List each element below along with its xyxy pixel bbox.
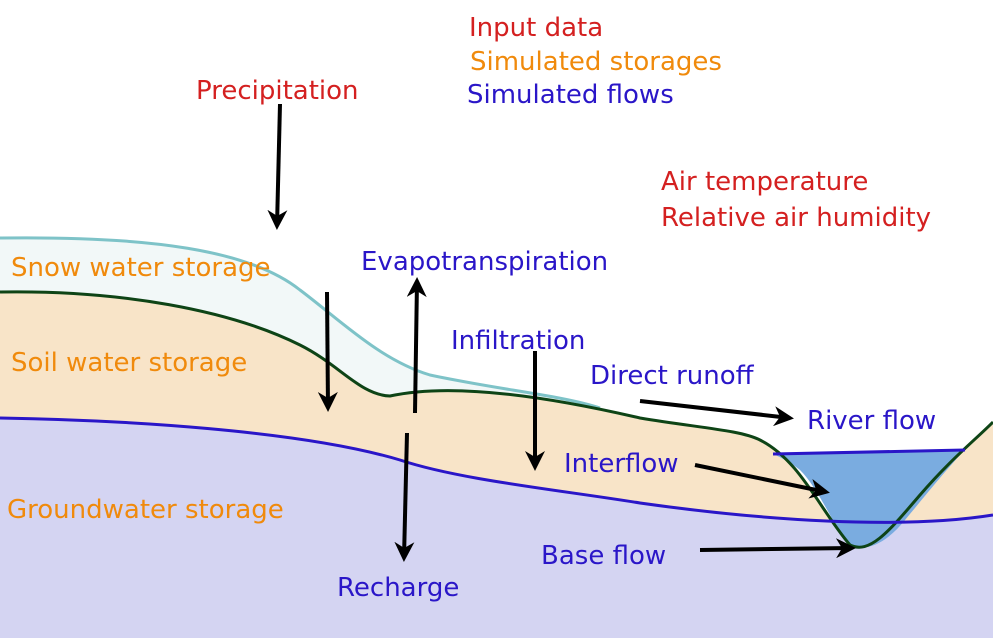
interflow-arrow <box>694 463 830 499</box>
groundwater-surface-line <box>0 416 993 524</box>
precipitation-label: Precipitation <box>196 76 359 106</box>
recharge-label: Recharge <box>337 573 459 603</box>
legend-simulated-flows: Simulated flows <box>467 80 674 110</box>
soil-layer <box>0 291 993 548</box>
soil-surface-line <box>0 290 993 549</box>
interflow-label: Interflow <box>564 449 679 479</box>
legend-input-data: Input data <box>469 13 603 43</box>
river-flow-label: River flow <box>807 406 936 436</box>
recharge-arrow <box>394 432 415 562</box>
groundwater-layer <box>0 418 993 638</box>
air-temperature-label: Air temperature <box>661 167 868 197</box>
direct-runoff-label: Direct runoff <box>590 361 755 391</box>
base-flow-arrow <box>699 538 856 559</box>
evapotranspiration-arrow <box>406 277 427 414</box>
snow-melt-arrow <box>317 291 338 412</box>
snow-water-storage-label: Snow water storage <box>11 253 271 283</box>
groundwater-storage-label: Groundwater storage <box>7 495 284 525</box>
legend-simulated-storages: Simulated storages <box>470 47 722 77</box>
river-surface-line <box>772 448 966 456</box>
evapotranspiration-label: Evapotranspiration <box>361 247 608 277</box>
snow-surface-line <box>0 236 601 410</box>
snow-layer <box>0 237 640 418</box>
soil-water-storage-label: Soil water storage <box>11 348 247 378</box>
precipitation-arrow <box>267 103 288 230</box>
base-flow-label: Base flow <box>541 541 666 571</box>
infiltration-label: Infiltration <box>451 326 585 356</box>
river-water <box>773 450 965 548</box>
relative-air-humidity-label: Relative air humidity <box>661 203 931 233</box>
direct-runoff-arrow <box>639 399 794 427</box>
